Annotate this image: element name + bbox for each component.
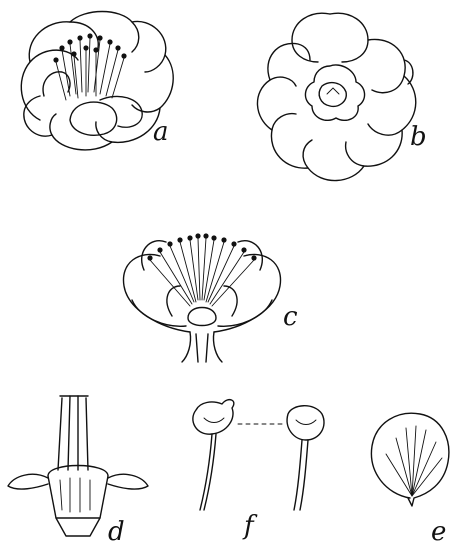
figure-e-label: e	[431, 517, 446, 547]
figure-a-label: a	[153, 117, 169, 147]
figure-a-double-flower	[21, 12, 173, 150]
figure-b-flower-underside	[257, 13, 415, 180]
figure-c-flower-section	[123, 233, 280, 362]
figure-d-pistil	[8, 396, 148, 536]
figure-c-label: c	[283, 302, 298, 332]
figure-e-petal	[371, 413, 448, 506]
figure-f-label: f	[242, 511, 258, 541]
figure-b-label: b	[410, 122, 427, 152]
figure-d-label: d	[108, 517, 125, 547]
figure-f-stamens	[193, 400, 324, 510]
